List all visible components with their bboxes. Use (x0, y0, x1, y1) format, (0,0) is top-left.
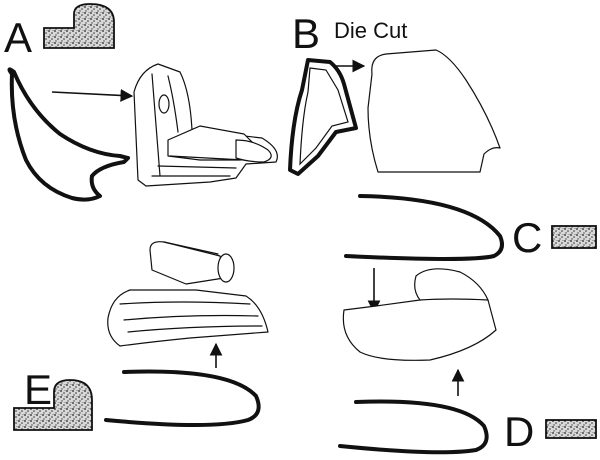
profile-c-icon (551, 225, 597, 249)
label-d: D (504, 408, 534, 455)
formed-part-e (107, 241, 269, 347)
profile-a-icon (43, 3, 115, 49)
die-cut-gasket-outer (288, 58, 358, 176)
profile-d-icon (545, 419, 597, 439)
die-cut-gasket-inner (299, 67, 349, 166)
formed-part-a (133, 63, 278, 187)
formed-part-b (367, 49, 501, 173)
section-b: B Die Cut (288, 10, 501, 176)
label-b: B (292, 10, 320, 57)
section-c: C (342, 194, 597, 361)
label-e: E (24, 366, 52, 413)
strip-c (344, 194, 504, 261)
section-e: E (13, 241, 269, 431)
arrow-a (51, 89, 134, 102)
label-a: A (4, 14, 32, 61)
strip-e (104, 369, 261, 427)
section-d: D (338, 368, 597, 455)
label-c: C (512, 214, 542, 261)
profile-e-icon (13, 379, 93, 431)
die-cut-caption: Die Cut (334, 18, 407, 43)
section-a: A (4, 3, 278, 202)
strip-d (338, 399, 489, 455)
formed-part-c (342, 268, 497, 361)
strip-a (7, 67, 130, 202)
